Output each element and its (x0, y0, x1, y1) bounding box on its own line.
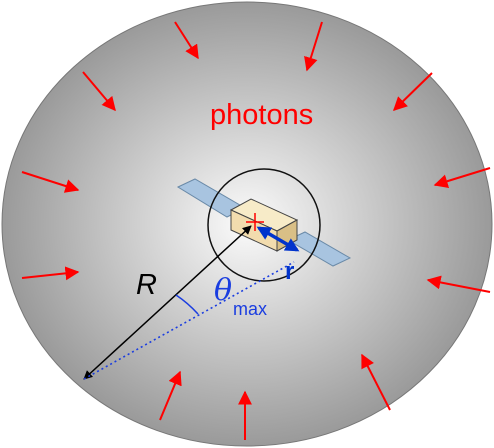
photon-arrow-icon (21, 266, 80, 281)
radius-line (83, 225, 252, 380)
photon-arrow-icon (174, 21, 199, 60)
photon-arrow-icon (433, 167, 491, 188)
photon-arrow-icon (159, 370, 182, 421)
photons-label: photons (210, 99, 313, 131)
dotted-line (83, 261, 295, 380)
radius-label: R (136, 269, 157, 301)
photon-arrow-icon (82, 71, 116, 112)
photon-arrows (21, 21, 491, 440)
neighborhood-circle (207, 168, 321, 282)
r-vector (256, 226, 300, 252)
photon-arrow-icon (304, 21, 323, 72)
photon-arrow-icon (426, 275, 491, 293)
angle-subscript: max (233, 299, 267, 319)
center-marker (246, 213, 264, 231)
photon-arrow-icon (21, 171, 80, 193)
angle-symbol: θ (214, 273, 232, 308)
photon-arrow-icon (392, 72, 433, 111)
r-label: r (285, 258, 294, 285)
angle-arc (175, 294, 199, 315)
photon-arrow-icon (361, 353, 391, 411)
